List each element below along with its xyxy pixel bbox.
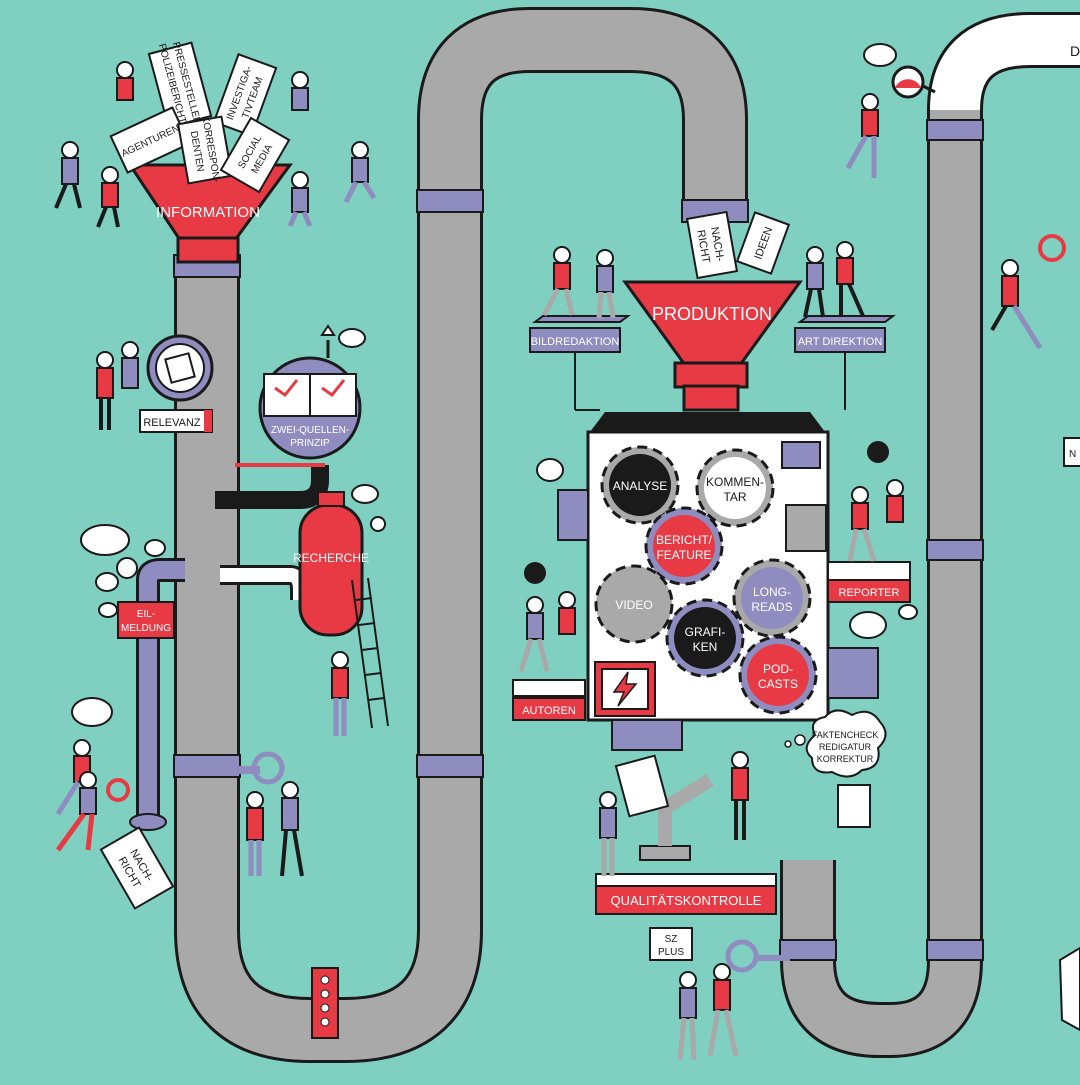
gear-video: VIDEO <box>594 564 674 644</box>
produktion-label: PRODUKTION <box>652 304 772 324</box>
gear-podcasts: POD- CASTS <box>738 635 818 715</box>
platform-art-direktion: ART DIREKTION <box>794 315 896 410</box>
thought-bubble: FAKTENCHECK REDIGATUR KORREKTUR <box>784 709 887 778</box>
platform-bildredaktion: BILDREDAKTION <box>529 315 631 411</box>
svg-text:READS: READS <box>751 600 792 614</box>
red-coupling <box>311 967 339 1039</box>
korrektur-text: KORREKTUR <box>817 754 874 764</box>
art-direktion-label: ART DIREKTION <box>798 336 883 348</box>
clouds <box>71 43 918 727</box>
info-papers: PRESSESTELLEN POLIZEIBERICHTE INVESTIGA-… <box>109 41 291 194</box>
edge-sign-top: D <box>1070 43 1080 59</box>
relevanz-label: RELEVANZ <box>143 417 201 429</box>
people-eilmeldung <box>55 739 97 852</box>
gear-bericht-feature: BERICHT/ FEATURE <box>644 506 724 586</box>
redigatur-text: REDIGATUR <box>819 742 872 752</box>
edge-sign-mid: N <box>1069 449 1076 460</box>
sz-plus-sign: SZ PLUS <box>649 927 693 961</box>
zwei-quellen-line-2: PRINZIP <box>290 438 330 449</box>
nachricht-card: NACH- RICHT <box>99 826 175 910</box>
svg-text:CASTS: CASTS <box>758 677 798 691</box>
gear-grafiken: GRAFI- KEN <box>665 598 745 678</box>
svg-text:BERICHT/: BERICHT/ <box>656 533 713 547</box>
eilmeldung-pipe <box>129 558 185 831</box>
valve-left-pipe <box>225 751 304 877</box>
zwei-quellen-group: ZWEI-QUELLEN- PRINZIP <box>258 324 362 460</box>
svg-text:KOMMEN-: KOMMEN- <box>706 475 764 489</box>
relevanz-group: RELEVANZ <box>96 334 214 433</box>
svg-text:FEATURE: FEATURE <box>656 548 711 562</box>
eilmeldung-group: EIL- MELDUNG <box>106 557 175 802</box>
reporter-group: REPORTER <box>827 441 911 603</box>
reporter-label: REPORTER <box>839 587 900 599</box>
person-recherche <box>331 651 349 736</box>
faktencheck-text: FAKTENCHECK <box>812 730 879 740</box>
svg-text:GRAFI-: GRAFI- <box>685 625 726 639</box>
qualitaetskontrolle-label: QUALITÄTSKONTROLLE <box>611 893 762 908</box>
people-sz-plus <box>677 939 790 1061</box>
valve-person-right <box>990 234 1066 350</box>
ladder-recherche <box>351 577 389 729</box>
recherche-label: RECHERCHE <box>293 551 369 565</box>
autoren-label: AUTOREN <box>522 705 576 717</box>
bildredaktion-label: BILDREDAKTION <box>531 336 620 348</box>
eilmeldung-line-1: EIL- <box>137 609 155 620</box>
people-info-funnel <box>54 61 377 228</box>
svg-text:KEN: KEN <box>693 640 718 654</box>
svg-text:ANALYSE: ANALYSE <box>613 479 667 493</box>
main-pipe-system <box>174 7 1080 1063</box>
autoren-group: AUTOREN <box>512 562 586 721</box>
svg-text:TAR: TAR <box>723 490 746 504</box>
produktion-funnel: PRODUKTION NACH- RICHT IDEEN <box>622 210 803 412</box>
svg-text:VIDEO: VIDEO <box>615 598 652 612</box>
edge-signs: D N <box>1058 43 1080 1032</box>
information-label: INFORMATION <box>156 204 260 221</box>
svg-text:LONG-: LONG- <box>753 585 791 599</box>
gear-analyse: ANALYSE <box>600 445 680 525</box>
sz-plus-line-1: SZ <box>665 934 678 945</box>
zwei-quellen-line-1: ZWEI-QUELLEN- <box>271 425 349 436</box>
people-produktion <box>541 241 865 319</box>
produktion-paper-richt: RICHT <box>694 229 712 264</box>
qualitaetskontrolle-group: QUALITÄTSKONTROLLE <box>595 751 871 915</box>
gear-longreads: LONG- READS <box>732 558 812 638</box>
sz-plus-line-2: PLUS <box>658 947 684 958</box>
gear-kommentar: KOMMEN- TAR <box>695 448 775 528</box>
mechanic-top-right <box>845 65 936 178</box>
gears: ANALYSE KOMMEN- TAR BERICHT/ FEATURE VID… <box>594 445 818 715</box>
recherche-tank: RECHERCHE <box>293 491 386 637</box>
eilmeldung-line-2: MELDUNG <box>121 623 171 634</box>
svg-text:POD-: POD- <box>763 662 793 676</box>
